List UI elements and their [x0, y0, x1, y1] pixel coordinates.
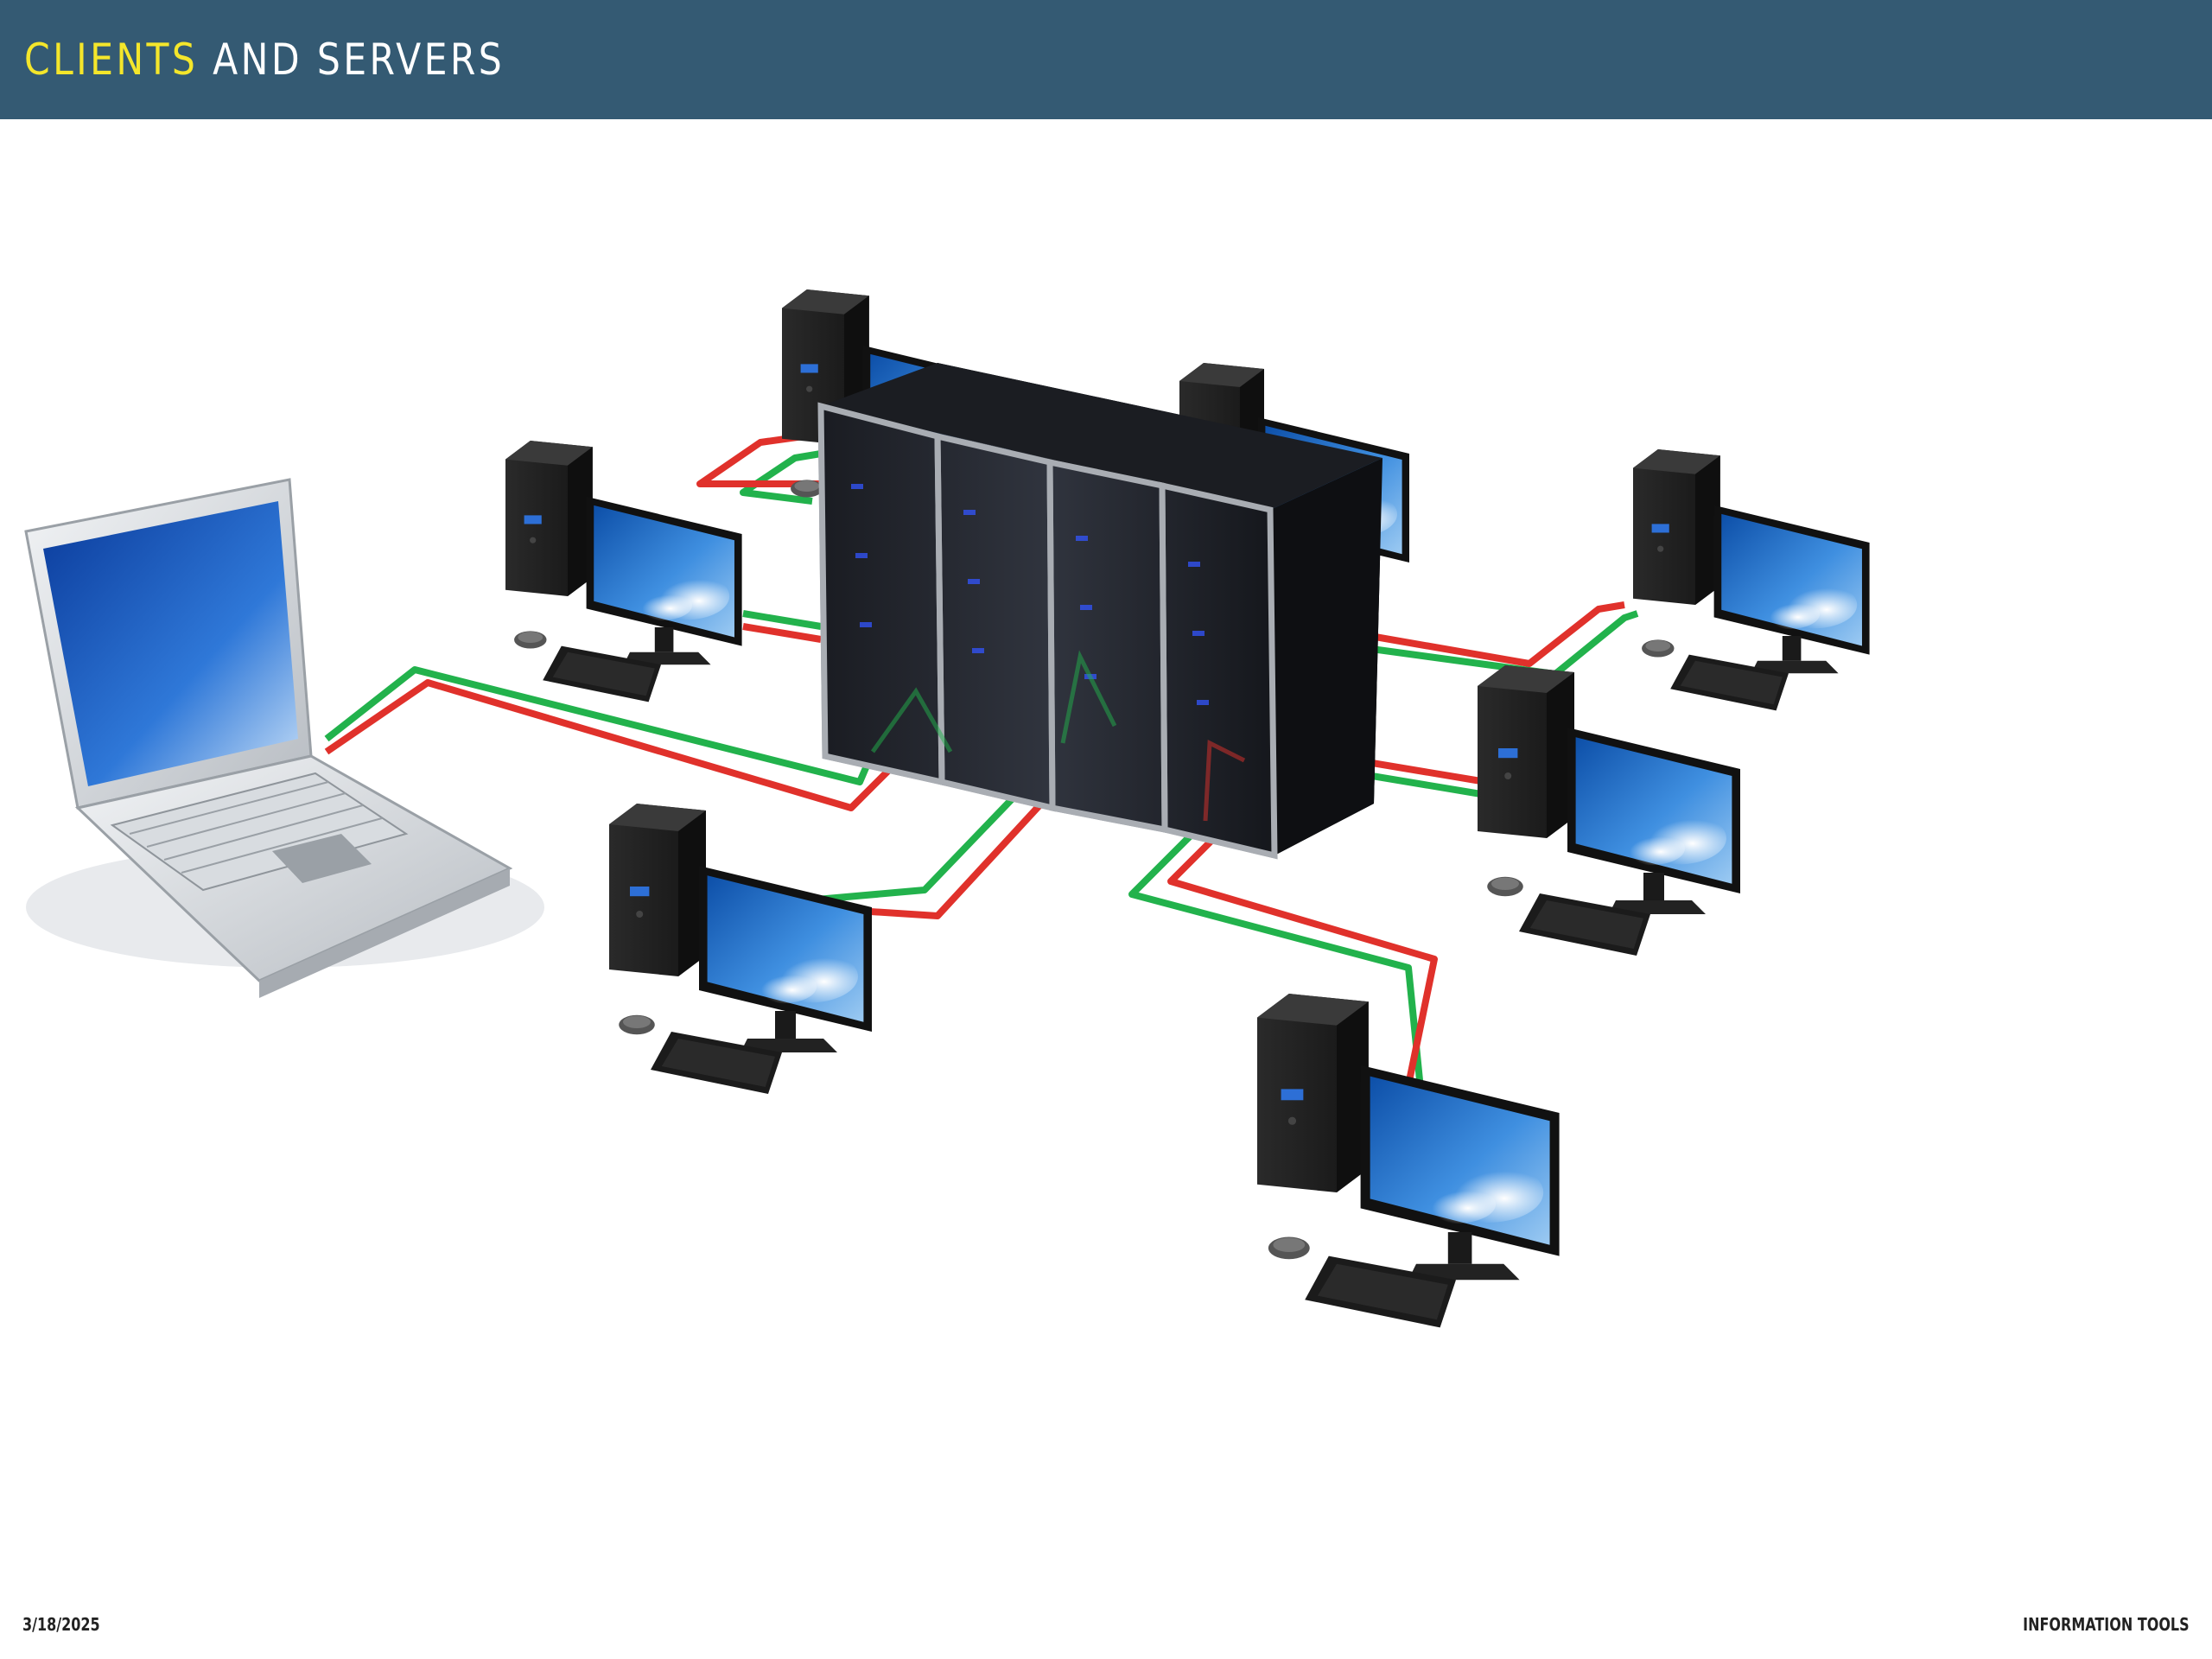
link-laptop-red [324, 679, 893, 811]
link-topright-green [1364, 610, 1639, 677]
server-rack-front [817, 363, 1382, 860]
link-topleft-green [740, 450, 822, 505]
footer-section: INFORMATION TOOLS [2023, 1614, 2190, 1635]
link-topleft-red [696, 433, 821, 487]
link-bottomright-red [1167, 827, 1438, 1107]
workstation-bottom-right [1257, 994, 1560, 1328]
laptop-icon [24, 478, 544, 998]
slide-title: CLIENTS AND SERVERS [24, 35, 505, 85]
link-bottomright-green [1128, 818, 1425, 1098]
title-bar: CLIENTS AND SERVERS [0, 0, 2212, 119]
slide-title-rest: AND SERVERS [198, 35, 505, 85]
network-illustration [24, 289, 1870, 1328]
footer-date: 3/18/2025 [22, 1614, 100, 1635]
slide-title-accent: CLIENTS [24, 35, 199, 85]
workstation-far-right [1633, 449, 1870, 711]
link-left-red [742, 623, 822, 643]
link-topright-red [1364, 601, 1625, 667]
workstation-right [1478, 665, 1740, 956]
workstation-bottom-left [609, 804, 872, 1094]
link-left-green [742, 610, 822, 630]
